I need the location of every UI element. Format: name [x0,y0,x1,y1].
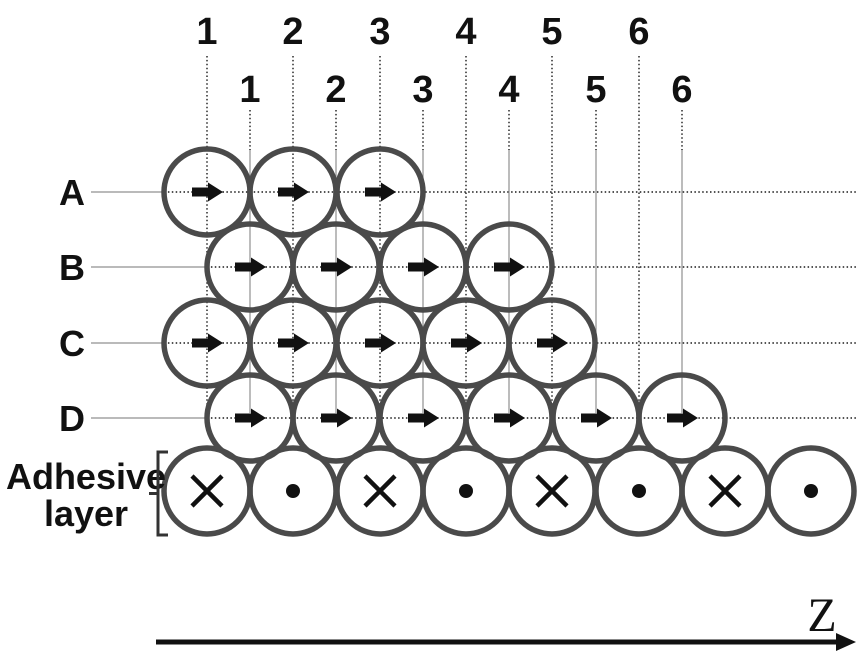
adhesive-layer-label-line1: Adhesive [6,456,166,497]
right-arrow-icon [408,408,439,428]
wire-circle-B-4 [463,221,555,313]
column-number-top-4: 4 [455,11,476,53]
out-of-page-dot-icon [804,484,818,498]
wire-circle-A-3 [334,146,426,238]
out-of-page-dot-icon [286,484,300,498]
into-page-cross-icon [708,474,742,508]
right-arrow-icon [581,408,612,428]
right-arrow-icon [537,333,568,353]
right-arrow-icon [192,333,223,353]
right-arrow-icon [365,182,396,202]
right-arrow-icon [494,408,525,428]
right-arrow-icon [667,408,698,428]
adhesive-bracket [149,450,168,537]
right-arrow-icon [321,408,352,428]
column-number-mid-5: 5 [585,69,606,111]
right-arrow-icon [235,408,266,428]
right-arrow-icon [192,182,223,202]
z-axis-label: Z [807,589,836,642]
column-number-top-1: 1 [196,11,217,53]
right-arrow-icon [451,333,482,353]
into-page-cross-icon [535,474,569,508]
column-number-top-6: 6 [628,11,649,53]
adhesive-layer-label-line2: layer [44,493,128,534]
row-label-B: B [59,247,85,288]
right-arrow-icon [278,182,309,202]
out-of-page-dot-icon [632,484,646,498]
right-arrow-icon [321,257,352,277]
wire-circle-C-5 [506,297,598,389]
into-page-cross-icon [190,474,224,508]
right-arrow-icon [408,257,439,277]
right-arrow-icon [494,257,525,277]
column-number-top-2: 2 [282,11,303,53]
wire-circle-D-6 [636,372,728,464]
wire-circle-adhesive-8 [765,445,857,537]
row-label-A: A [59,172,85,213]
column-number-top-5: 5 [541,11,562,53]
column-number-mid-2: 2 [325,69,346,111]
column-number-mid-6: 6 [671,69,692,111]
row-label-C: C [59,323,85,364]
z-axis-arrowhead-icon [836,633,856,651]
out-of-page-dot-icon [459,484,473,498]
right-arrow-icon [235,257,266,277]
into-page-cross-icon [363,474,397,508]
column-number-mid-4: 4 [498,69,519,111]
right-arrow-icon [278,333,309,353]
row-label-D: D [59,398,85,439]
right-arrow-icon [365,333,396,353]
column-number-mid-3: 3 [412,69,433,111]
column-number-mid-1: 1 [239,69,260,111]
column-number-top-3: 3 [369,11,390,53]
